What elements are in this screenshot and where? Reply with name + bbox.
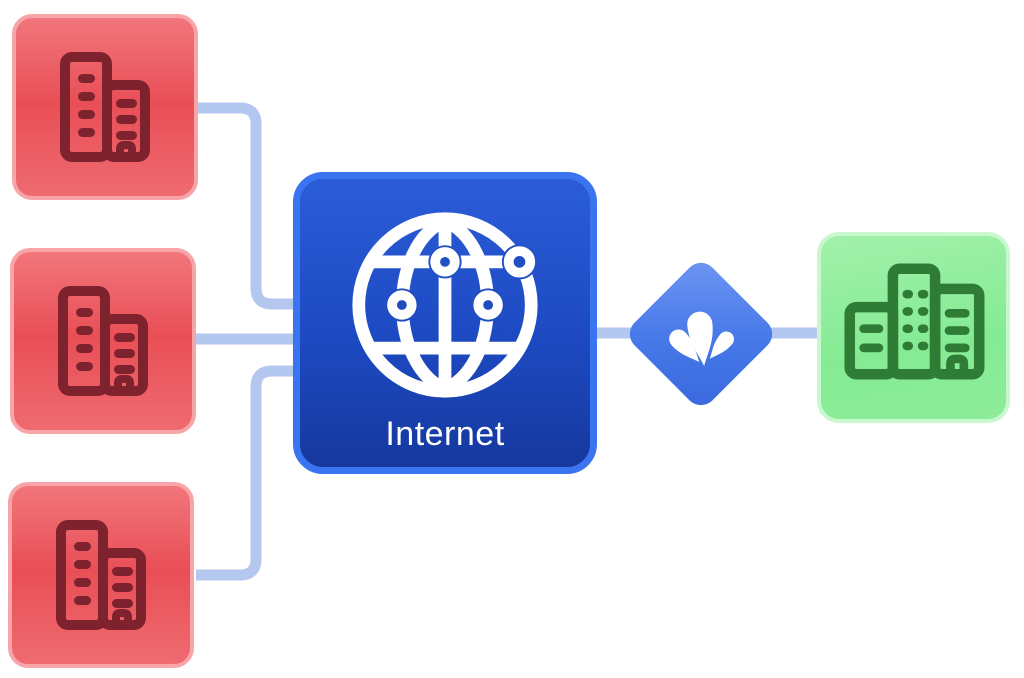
petal-logo-icon	[669, 311, 734, 366]
gateway-diamond-node	[623, 256, 779, 412]
connector-branch3-internet	[196, 365, 300, 581]
globe-network-nodes	[385, 244, 538, 322]
office-building-icon	[60, 52, 150, 162]
office-building-icon	[56, 520, 146, 630]
city-buildings-icon	[843, 263, 984, 380]
office-building-icon	[58, 286, 148, 396]
globe-network-icon	[352, 212, 538, 398]
branch-office-node-1	[12, 14, 198, 200]
branch-office-node-3	[8, 482, 194, 668]
internet-label: Internet	[385, 415, 505, 453]
headquarters-node	[817, 232, 1010, 423]
internet-node: Internet	[293, 172, 597, 474]
connector-branch1-internet	[197, 102, 300, 310]
branch-office-node-2	[10, 248, 196, 434]
